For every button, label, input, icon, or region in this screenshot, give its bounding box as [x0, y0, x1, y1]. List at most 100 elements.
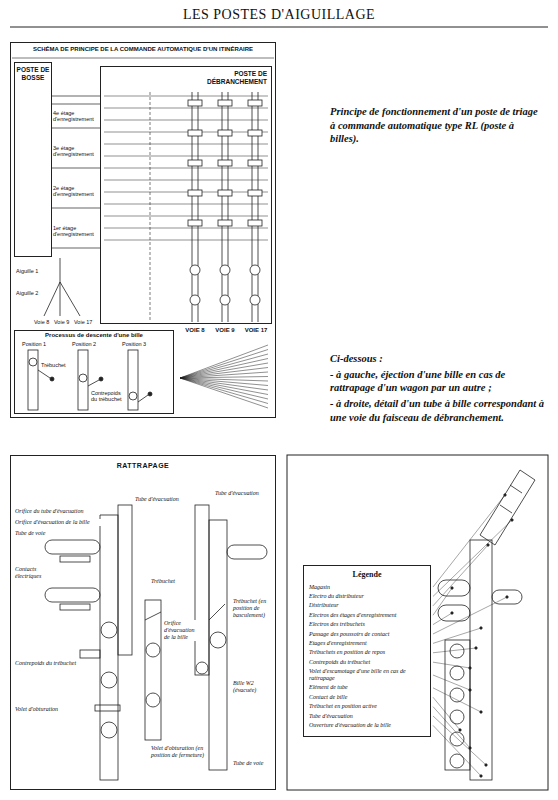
legend-item: Electros des trébuchets: [309, 621, 425, 628]
relay-symbol: [188, 130, 202, 136]
part-label: Trébuchet: [41, 362, 73, 368]
fan-track: [180, 378, 268, 399]
relay-symbol: [218, 100, 232, 106]
legend-item: Etages d'enregistrement: [309, 640, 425, 647]
rattrapage-drawing: [45, 505, 267, 780]
node-title: POSTE DE BOSSE: [15, 63, 51, 85]
part-label: Voie 9: [54, 319, 74, 325]
part-label: Aiguille 1: [16, 268, 52, 274]
relay-symbol: [248, 220, 262, 226]
legend-item: Elément de tube: [309, 684, 425, 691]
legend-item: Passage des poussoirs de contact: [309, 631, 425, 638]
wire: [104, 132, 268, 133]
part-label: Trébuchet: [150, 578, 192, 585]
fan-track: [180, 372, 268, 378]
legend-item: Electros des étages d'enregistrement: [309, 612, 425, 619]
fan-track: [180, 354, 268, 378]
node-title: RATTRAPAGE: [11, 456, 275, 470]
fan-track: [180, 359, 268, 379]
leader-line: [433, 495, 505, 587]
transistor-symbol: [250, 295, 260, 305]
relay-symbol: [248, 130, 262, 136]
relay-symbol: [218, 130, 232, 136]
relay-symbol: [218, 160, 232, 166]
leader-line: [433, 648, 476, 653]
part-label: Aiguille 2: [16, 290, 52, 296]
relay-symbol: [188, 220, 202, 226]
fan-track: [180, 378, 268, 390]
part-label: Contacts électriques: [14, 566, 60, 580]
legend-item: Tube d'évacuation: [309, 713, 425, 720]
callout-dot: [469, 667, 471, 669]
fan-track: [180, 368, 268, 379]
relay-symbol: [218, 220, 232, 226]
ball-tube-drawing: [438, 470, 535, 780]
transistor-symbol: [220, 295, 230, 305]
leader-line: [433, 588, 452, 615]
station-box: POSTE DE DÉBRANCHEMENT: [100, 66, 272, 324]
fan-track: [180, 345, 268, 378]
part-label: 3e étage d'enregistrement: [53, 145, 99, 158]
transistor-symbol: [190, 265, 200, 275]
station-box: POSTE DE BOSSE: [14, 62, 52, 257]
part-label: Voie 17: [74, 319, 96, 325]
part-label: Contrepoids du trébuchet: [14, 660, 80, 667]
part-label: VOIE 9: [213, 327, 237, 334]
part-label: Trébuchet (en position de basculement): [232, 598, 274, 619]
part-label: Tube d'évacuation: [214, 490, 274, 497]
wire: [104, 192, 268, 193]
wire: [104, 96, 268, 97]
part-label: 2e étage d'enregistrement: [53, 185, 99, 198]
wire: [104, 144, 268, 145]
tube-column: [228, 92, 229, 322]
leader-line: [433, 688, 481, 712]
relay-symbol: [188, 100, 202, 106]
legend-item: Electro du distributeur: [309, 593, 425, 600]
leader-line: [433, 725, 481, 776]
part-label: Orifice d'évacuation de la bille: [163, 620, 196, 641]
callout-dot: [451, 587, 453, 589]
ball: [450, 666, 464, 680]
page-title: LES POSTES D'AIGUILLAGE: [0, 7, 558, 24]
node-title: Processus de descente d'une bille: [15, 331, 173, 340]
part-label: VOIE 8: [183, 327, 207, 334]
callout-dot: [480, 711, 482, 713]
note-text: Ci-dessous :: [330, 352, 545, 366]
fan-track: [180, 378, 268, 404]
part-label: Bille W2 (évacuée): [232, 680, 272, 694]
wire: [104, 156, 268, 157]
track-diagram: [44, 258, 80, 316]
caption: Principe de fonctionnement d'un poste de…: [330, 105, 545, 146]
part-label: VOIE 17: [243, 327, 269, 334]
legend-item: Trébuchets en position de repos: [309, 649, 425, 656]
wire: [104, 216, 268, 217]
fan-track: [180, 350, 268, 379]
fan-track: [180, 363, 268, 378]
leader-line: [433, 628, 481, 643]
tube-column: [252, 92, 253, 322]
relay-symbol: [248, 190, 262, 196]
tube-column: [198, 92, 199, 322]
part-label: Voie 8: [34, 319, 54, 325]
part-label: Orifice du tube d'évacuation: [14, 508, 100, 515]
descent-tubes: [28, 350, 152, 410]
fan-track: [180, 377, 268, 379]
schematic-frame: SCHÉMA DE PRINCIPE DE LA COMMANDE AUTOMA…: [10, 42, 276, 418]
node-title: POSTE DE DÉBRANCHEMENT: [101, 67, 271, 86]
wire: [104, 168, 268, 169]
part-label: Tube d'évacuation: [134, 496, 196, 503]
schematic-wiring: [12, 58, 274, 410]
callout-dot: [469, 747, 471, 749]
callout-dot: [487, 544, 489, 546]
callout-dot: [480, 775, 482, 777]
transistor-symbol: [220, 265, 230, 275]
part-label: Tube de voie: [14, 530, 76, 537]
wire: [104, 228, 268, 229]
header-rule: [10, 27, 548, 28]
leader-line: [433, 613, 452, 625]
leader-line: [433, 520, 512, 596]
callout-dot: [459, 729, 461, 731]
wire: [104, 204, 268, 205]
leader-line: [433, 675, 470, 690]
